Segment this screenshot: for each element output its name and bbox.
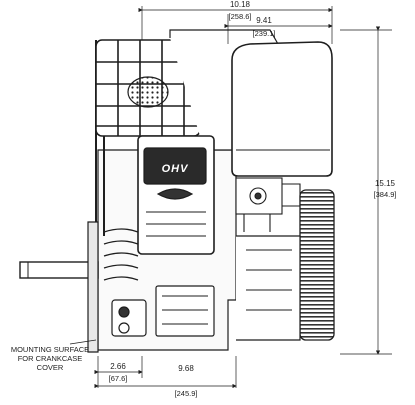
dim-height-value: 15.15: [375, 179, 396, 188]
dim-top-partial-metric: [239.1]: [253, 29, 276, 38]
annotation-line-1: MOUNTING SURFACE: [11, 345, 89, 354]
valve-cover: [143, 147, 207, 185]
dim-height-metric: [384.9]: [374, 190, 397, 199]
starter-grille: [299, 189, 335, 341]
muffler-perforated-plate: [127, 76, 169, 108]
annotation-line-3: COVER: [37, 363, 64, 372]
dim-top-overall-value: 10.18: [230, 0, 251, 9]
engine-body: OHV: [19, 29, 335, 353]
carburetor: [235, 177, 301, 232]
dim-top-overall-metric: [258.6]: [229, 12, 252, 21]
cooling-fins: [103, 228, 139, 281]
dim-bottom-left-value: 2.66: [110, 362, 126, 371]
dim-bottom-right-value: 9.68: [178, 364, 194, 373]
dimension-lines: [69, 6, 392, 389]
annotation-leader: [69, 339, 97, 345]
crankshaft: [19, 261, 99, 279]
dim-top-partial-value: 9.41: [256, 16, 272, 25]
air-cleaner-cover: [231, 41, 333, 177]
dim-bottom-right-metric: [245.9]: [175, 389, 198, 398]
engine-badge: OHV: [162, 163, 190, 175]
dim-bottom-left-metric: [67.6]: [109, 374, 128, 383]
logo-emblem: [156, 188, 194, 200]
annotation-line-2: FOR CRANKCASE: [18, 354, 83, 363]
mounting-plate: [87, 221, 99, 353]
